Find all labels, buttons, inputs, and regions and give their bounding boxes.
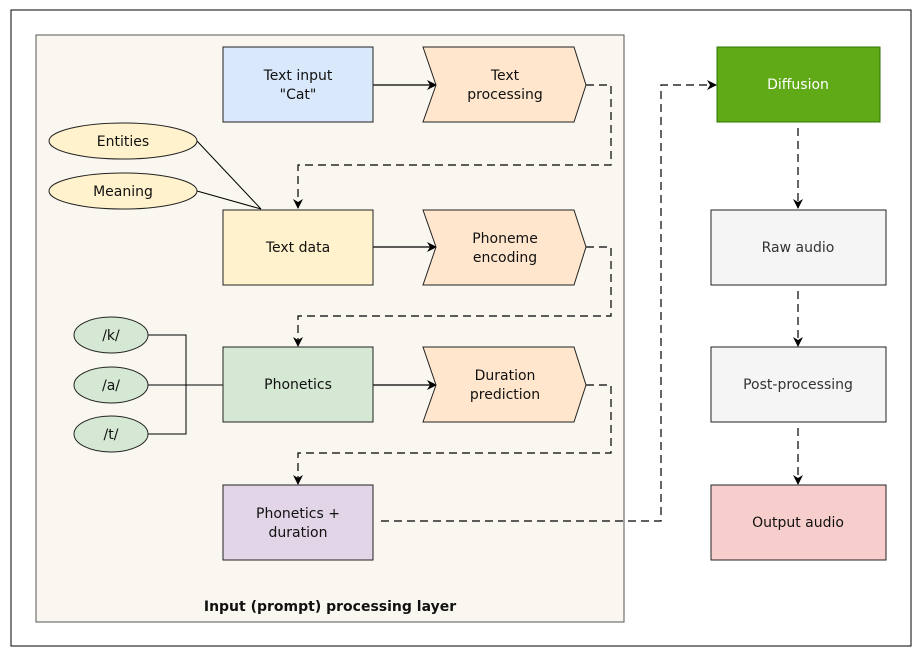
text-processing-label-2: processing [467,87,542,103]
node-phone-k: /k/ [73,316,149,354]
node-duration-prediction: Duration prediction [422,346,587,423]
phone-t-label: /t/ [104,427,119,443]
phoneme-encoding-label-1: Phoneme [472,231,538,247]
phoneme-encoding-label-2: encoding [473,250,537,266]
raw-audio-label: Raw audio [762,240,835,256]
post-processing-label: Post-processing [743,377,853,393]
node-phonetics-duration: Phonetics + duration [222,484,374,561]
line-entities-to-text-data [196,140,262,210]
dashed-phoneme-to-phonetics [293,246,612,347]
node-post-processing: Post-processing [710,346,887,423]
node-entities: Entities [48,122,198,160]
node-phone-t: /t/ [73,415,149,453]
meaning-label: Meaning [93,184,153,200]
node-phone-a: /a/ [73,366,149,404]
node-phonetics: Phonetics [222,346,374,423]
node-meaning: Meaning [48,172,198,210]
duration-prediction-label-1: Duration [475,368,536,384]
phonetics-label: Phonetics [264,377,332,393]
text-data-label: Text data [265,240,330,256]
dashed-duration-to-phonetics-duration [293,384,612,485]
entities-label: Entities [97,134,149,150]
node-text-data: Text data [222,209,374,286]
node-output-audio: Output audio [710,484,887,561]
node-diffusion: Diffusion [716,46,881,123]
node-text-processing: Text processing [422,46,587,123]
node-phoneme-encoding: Phoneme encoding [422,209,587,286]
node-raw-audio: Raw audio [710,209,887,286]
duration-prediction-label-2: prediction [470,387,540,403]
bracket-phones-to-phonetics [148,334,223,435]
text-processing-label-1: Text [490,68,520,84]
dashed-processing-to-text-data [293,84,612,209]
output-audio-label: Output audio [752,515,844,531]
text-input-label-1: Text input [263,68,333,84]
phonetics-duration-label-2: duration [269,525,328,541]
phonetics-duration-label-1: Phonetics + [256,506,340,522]
phone-k-label: /k/ [102,328,120,344]
line-meaning-to-text-data [196,190,262,210]
node-text-input: Text input "Cat" [222,46,374,123]
panel-caption: Input (prompt) processing layer [204,599,456,615]
phone-a-label: /a/ [102,378,120,394]
diffusion-label: Diffusion [767,77,829,93]
dashed-phonetics-duration-to-diffusion [381,80,717,522]
text-input-label-2: "Cat" [280,87,317,103]
